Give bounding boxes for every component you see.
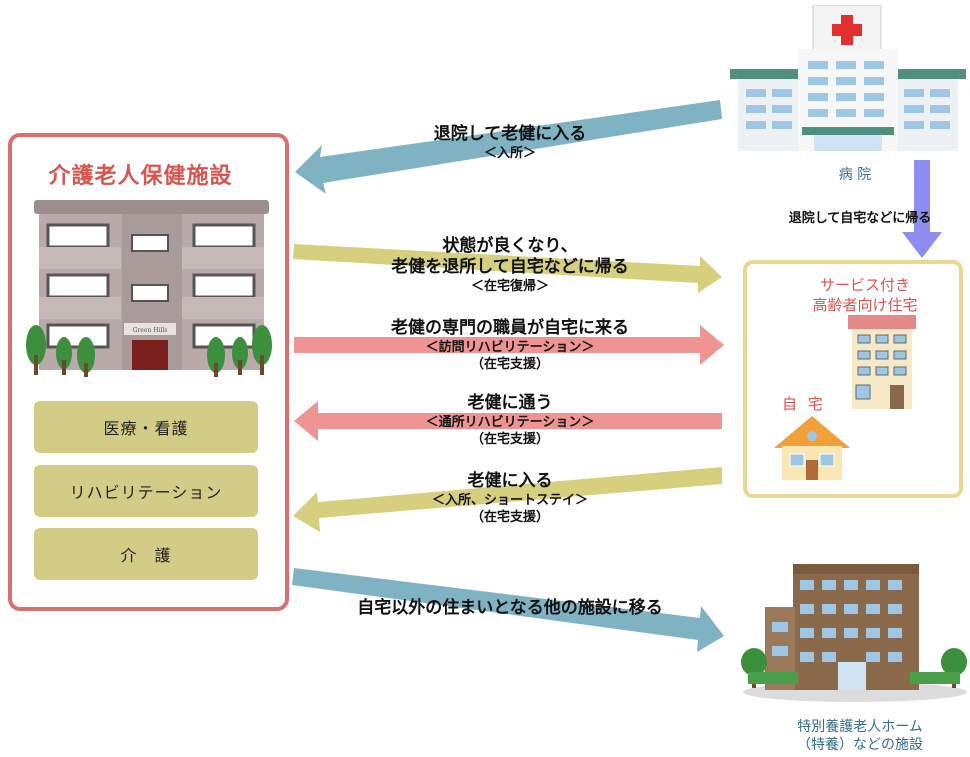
main-facility-title: 介護老人保健施設 (48, 164, 233, 189)
flow-day-rehab-line3: （在宅支援） (470, 432, 549, 447)
flow-short-stay-line1: 老健に入る (467, 471, 553, 491)
flow-home-return: 状態が良くなり、 老健を退所して自宅などに帰る ＜在宅復帰＞ (360, 236, 660, 295)
self-return-arrow (902, 160, 942, 258)
service-rehabilitation: リハビリテーション (34, 465, 258, 517)
visit-rehab-arrow (294, 325, 724, 365)
flow-admission-line1: 退院して老健に入る (433, 124, 587, 144)
flow-home-return-line1b: 老健を退所して自宅などに帰る (391, 257, 629, 277)
home-return-arrow (293, 244, 722, 293)
flow-visit-rehab-line1: 老健の専門の職員が自宅に来る (391, 318, 629, 338)
day-rehab-arrow (294, 401, 722, 441)
flow-visit-rehab-line2: ＜訪問リハビリテーション＞ (425, 340, 595, 355)
service-apartment-line1: サービス付き (819, 276, 910, 294)
nursing-home-illustration (741, 564, 967, 702)
facility-building-illustration: Green Hills (26, 200, 272, 377)
flow-admission-line2: ＜入所＞ (483, 146, 536, 161)
flow-day-rehab-line1: 老健に通う (467, 393, 553, 413)
flow-short-stay: 老健に入る ＜入所、ショートステイ＞ （在宅支援） (360, 471, 660, 526)
flow-short-stay-line2: ＜入所、ショートステイ＞ (431, 493, 588, 508)
hospital-label: 病 院 (838, 167, 872, 183)
service-apartment-illustration (848, 315, 916, 409)
service-apartment-line2: 高齢者向け住宅 (812, 296, 918, 314)
own-home-label: 自 宅 (782, 395, 826, 413)
service-medical-nursing: 医療・看護 (34, 401, 258, 453)
flow-visit-rehab-line3: （在宅支援） (470, 357, 549, 372)
nursing-home-line1: 特別養護老人ホーム (797, 719, 923, 735)
hospital-illustration (730, 5, 966, 151)
flow-admission: 退院して老健に入る ＜入所＞ (400, 124, 620, 162)
flow-visit-rehab: 老健の専門の職員が自宅に来る ＜訪問リハビリテーション＞ （在宅支援） (360, 318, 660, 373)
facility-sign: Green Hills (133, 327, 168, 334)
nursing-home-label: 特別養護老人ホーム （特養）などの施設 (760, 718, 960, 754)
flow-home-return-line2: ＜在宅復帰＞ (470, 279, 549, 294)
own-home-illustration (774, 416, 850, 480)
move-out-arrow (292, 568, 724, 652)
service-apartment-label: サービス付き 高齢者向け住宅 (780, 275, 950, 315)
admission-arrow (295, 100, 722, 194)
self-return-label: 退院して自宅などに帰る (788, 211, 932, 226)
service-care: 介 護 (34, 528, 258, 580)
flow-move-out: 自宅以外の住まいとなる他の施設に移る (320, 598, 700, 619)
short-stay-arrow (293, 467, 722, 532)
nursing-home-line2: （特養）などの施設 (797, 737, 923, 753)
flow-day-rehab: 老健に通う ＜通所リハビリテーション＞ （在宅支援） (360, 393, 660, 448)
flow-home-return-line1: 状態が良くなり、 (442, 236, 578, 256)
flow-short-stay-line3: （在宅支援） (470, 510, 549, 525)
flow-move-out-line1: 自宅以外の住まいとなる他の施設に移る (357, 598, 663, 618)
flow-day-rehab-line2: ＜通所リハビリテーション＞ (425, 415, 595, 430)
